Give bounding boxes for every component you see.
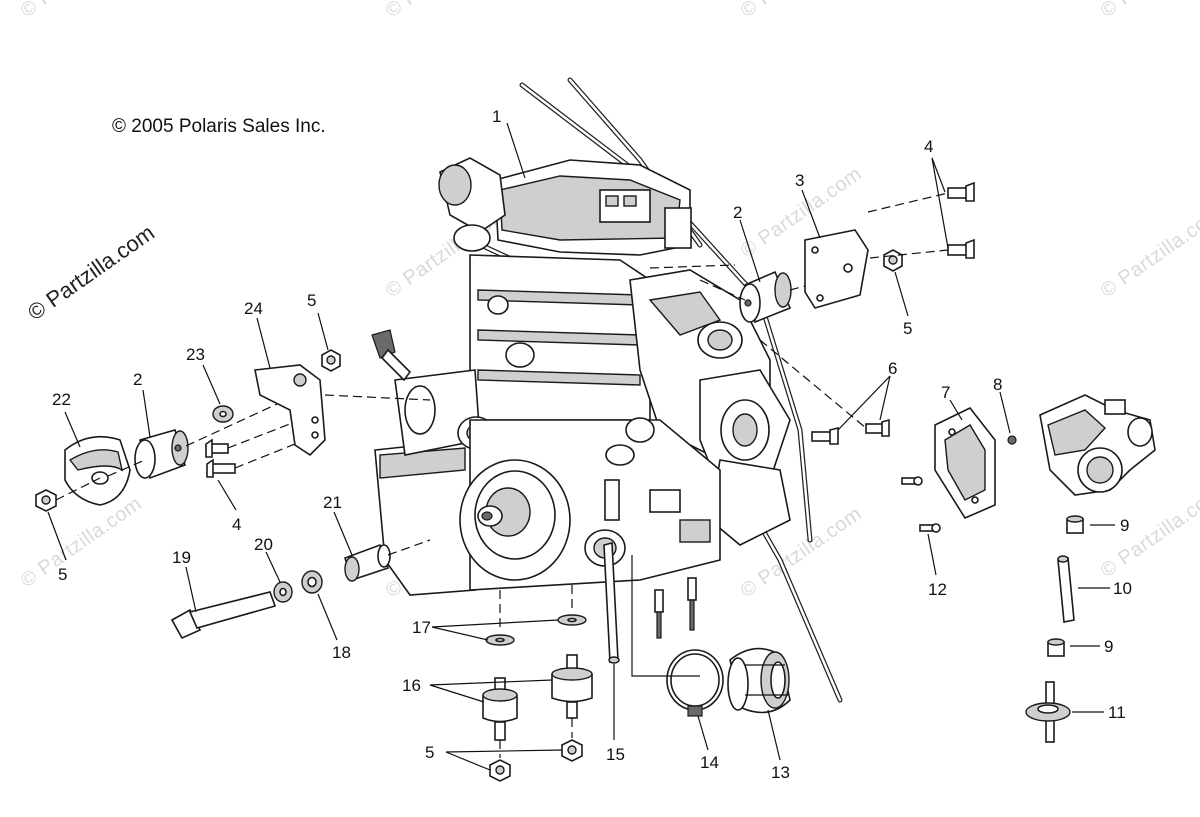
sensor-pin <box>654 577 697 639</box>
callout-13: 13 <box>771 763 790 782</box>
part-24-engine-bracket <box>254 364 326 457</box>
callout-1: 1 <box>492 107 501 126</box>
part-2-rubber-mount <box>739 270 792 324</box>
callout-2b: 2 <box>733 203 742 222</box>
callout-16: 16 <box>402 676 421 695</box>
part-2-rubber-mount <box>134 429 189 480</box>
part-22-heat-shield <box>64 435 131 506</box>
part-5-nut <box>883 249 903 272</box>
callout-6: 6 <box>888 359 897 378</box>
part-21-spacer <box>344 543 391 582</box>
copyright-text: © 2005 Polaris Sales Inc. <box>112 116 326 137</box>
part-12-screw <box>901 476 941 533</box>
part-7-throttle-body-cover <box>934 406 996 520</box>
part-20-washer <box>273 581 293 603</box>
callout-9b: 9 <box>1104 637 1113 656</box>
callout-14: 14 <box>700 753 719 772</box>
callout-11: 11 <box>1108 703 1126 722</box>
part-3-engine-bracket <box>804 229 869 309</box>
engine-assembly <box>371 77 843 703</box>
callout-5b: 5 <box>307 291 316 310</box>
callout-15: 15 <box>606 745 625 764</box>
part-5-nut <box>35 489 57 512</box>
part-17-washer <box>485 614 587 646</box>
callout-21: 21 <box>323 493 342 512</box>
callout-4a: 4 <box>924 137 933 156</box>
callout-5d: 5 <box>425 743 434 762</box>
callout-10: 10 <box>1113 579 1132 598</box>
callout-24: 24 <box>244 299 263 318</box>
callout-9a: 9 <box>1120 516 1129 535</box>
part-18-washer <box>301 570 323 594</box>
callout-12: 12 <box>928 580 947 599</box>
part-11-throttle-valve <box>1025 681 1071 743</box>
part-15-rod <box>603 541 620 664</box>
callout-20: 20 <box>254 535 273 554</box>
part-14-hose-clamp <box>666 649 724 717</box>
callout-4b: 4 <box>232 515 241 534</box>
part-8-pin <box>1007 435 1017 445</box>
part-4-bolt <box>205 438 236 478</box>
part-10-throttle-shaft <box>1057 555 1075 623</box>
callout-23: 23 <box>186 345 205 364</box>
part-5-nut <box>489 739 583 782</box>
throttle-body-housing <box>1039 394 1156 496</box>
part-19-long-bolt <box>170 591 277 640</box>
part-4-bolt <box>947 181 975 259</box>
callout-5a: 5 <box>58 565 67 584</box>
callout-3: 3 <box>795 171 804 190</box>
callout-7: 7 <box>941 383 950 402</box>
part-5-nut <box>321 349 341 372</box>
part-9-bushing <box>1047 638 1065 657</box>
part-16-rubber-isolator <box>482 654 593 741</box>
callout-17: 17 <box>412 618 431 637</box>
part-13-intake-boot <box>727 647 791 714</box>
part-6-bolt <box>811 418 890 445</box>
callout-2a: 2 <box>133 370 142 389</box>
part-9-bushing <box>1066 515 1084 534</box>
callout-8: 8 <box>993 375 1002 394</box>
callout-5c: 5 <box>903 319 912 338</box>
part-23-washer <box>212 405 234 423</box>
callout-18: 18 <box>332 643 351 662</box>
callout-22: 22 <box>52 390 71 409</box>
callout-19: 19 <box>172 548 191 567</box>
